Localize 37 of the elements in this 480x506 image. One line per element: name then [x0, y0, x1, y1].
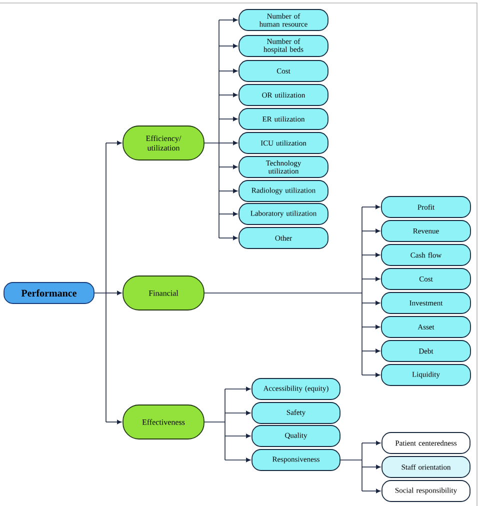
arrow [362, 348, 380, 354]
root-box: Performance [4, 282, 94, 304]
arrow [224, 458, 251, 462]
arrow [218, 116, 238, 122]
connector-line [94, 142, 106, 422]
arrow [218, 140, 238, 146]
category-box: Effectiveness [122, 404, 204, 440]
arrow [362, 324, 380, 330]
arrow [218, 188, 238, 194]
arrow [218, 68, 238, 74]
arrow [362, 488, 381, 494]
arrow [218, 164, 238, 170]
arrow [362, 228, 380, 234]
arrow [218, 92, 238, 98]
arrow [224, 410, 251, 416]
arrow [106, 420, 122, 424]
arrow [218, 18, 238, 22]
arrow [362, 204, 380, 210]
arrow [362, 440, 381, 446]
arrow [218, 236, 238, 240]
category-box: Financial [122, 276, 204, 310]
arrow [362, 300, 380, 306]
arrow [224, 386, 251, 392]
arrow [218, 212, 238, 216]
category-box: Efficiency/ utilization [122, 126, 204, 160]
connector-line [204, 206, 362, 376]
arrow [218, 44, 238, 48]
arrow [362, 464, 381, 470]
connector-line [204, 20, 220, 238]
arrow [224, 434, 251, 438]
arrow [362, 372, 380, 378]
arrow [106, 290, 122, 296]
arrow [362, 276, 380, 282]
arrow [362, 252, 380, 258]
arrow [106, 140, 122, 146]
connector-line [204, 388, 226, 460]
connector-line [340, 442, 362, 492]
